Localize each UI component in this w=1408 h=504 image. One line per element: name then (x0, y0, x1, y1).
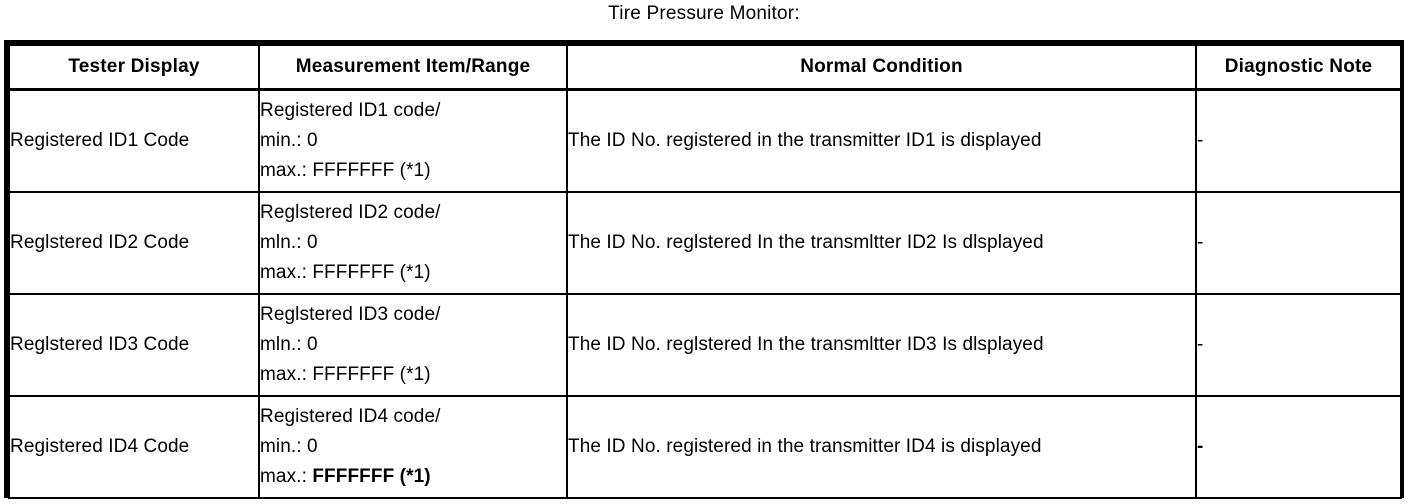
cell-diagnostic-note: - (1195, 88, 1402, 193)
cell-normal-condition: The ID No. reglstered In the transmltter… (566, 293, 1197, 397)
measurement-max-line: max.: FFFFFFF (*1) (260, 462, 566, 492)
cell-measurement-item-range: Registered ID4 code/ min.: 0 max.: FFFFF… (258, 395, 568, 499)
cell-measurement-item-range: Reglstered ID3 code/ mln.: 0 max.: FFFFF… (258, 293, 568, 397)
measurement-max-line: max.: FFFFFFF (*1) (260, 258, 566, 288)
tire-pressure-monitor-table: Tester Display Measurement Item/Range No… (8, 44, 1402, 499)
table-header-row: Tester Display Measurement Item/Range No… (8, 44, 1402, 91)
measurement-max-prefix: max.: (260, 364, 313, 385)
measurement-max-value: FFFFFFF (*1) (312, 262, 431, 283)
table-row: Registered ID4 Code Registered ID4 code/… (8, 395, 1402, 499)
measurement-item-line: Registered ID1 code/ (260, 100, 441, 121)
column-header-tester-display: Tester Display (8, 44, 260, 91)
measurement-item-line: Registered ID4 code/ (260, 406, 441, 427)
cell-normal-condition: The ID No. registered in the transmitter… (566, 88, 1197, 193)
page-title: Tire Pressure Monitor: (608, 3, 800, 24)
column-header-measurement-item-range: Measurement Item/Range (258, 44, 568, 91)
measurement-max-line: max.: FFFFFFF (*1) (260, 360, 566, 390)
measurement-item-line: Reglstered ID2 code/ (260, 202, 441, 223)
measurement-max-value: FFFFFFF (*1) (312, 160, 431, 181)
table-row: Reglstered ID2 Code Reglstered ID2 code/… (8, 191, 1402, 295)
measurement-max-value: FFFFFFF (*1) (312, 466, 431, 487)
measurement-min-line: min.: 0 (260, 130, 318, 151)
cell-measurement-item-range: Registered ID1 code/ min.: 0 max.: FFFFF… (258, 88, 568, 193)
cell-tester-display: Registered ID4 Code (8, 395, 260, 499)
table-row: Reglstered ID3 Code Reglstered ID3 code/… (8, 293, 1402, 397)
measurement-min-line: mln.: 0 (260, 334, 318, 355)
measurement-min-line: mln.: 0 (260, 232, 318, 253)
measurement-max-value: FFFFFFF (*1) (312, 364, 431, 385)
cell-normal-condition: The ID No. reglstered In the transmltter… (566, 191, 1197, 295)
cell-tester-display: Reglstered ID3 Code (8, 293, 260, 397)
cell-diagnostic-note: - (1195, 395, 1402, 499)
cell-diagnostic-note: - (1195, 191, 1402, 295)
measurement-min-line: min.: 0 (260, 436, 318, 457)
cell-measurement-item-range: Reglstered ID2 code/ mln.: 0 max.: FFFFF… (258, 191, 568, 295)
column-header-normal-condition: Normal Condition (566, 44, 1197, 91)
cell-tester-display: Reglstered ID2 Code (8, 191, 260, 295)
measurement-max-prefix: max.: (260, 466, 313, 487)
table-row: Registered ID1 Code Registered ID1 code/… (8, 88, 1402, 193)
cell-normal-condition: The ID No. registered in the transmitter… (566, 395, 1197, 499)
measurement-max-prefix: max.: (260, 160, 313, 181)
spec-table-container: Tester Display Measurement Item/Range No… (4, 40, 1404, 499)
measurement-max-line: max.: FFFFFFF (*1) (260, 156, 566, 186)
measurement-max-prefix: max.: (260, 262, 313, 283)
cell-diagnostic-note: - (1195, 293, 1402, 397)
measurement-item-line: Reglstered ID3 code/ (260, 304, 441, 325)
cell-tester-display: Registered ID1 Code (8, 88, 260, 193)
column-header-diagnostic-note: Diagnostic Note (1195, 44, 1402, 91)
